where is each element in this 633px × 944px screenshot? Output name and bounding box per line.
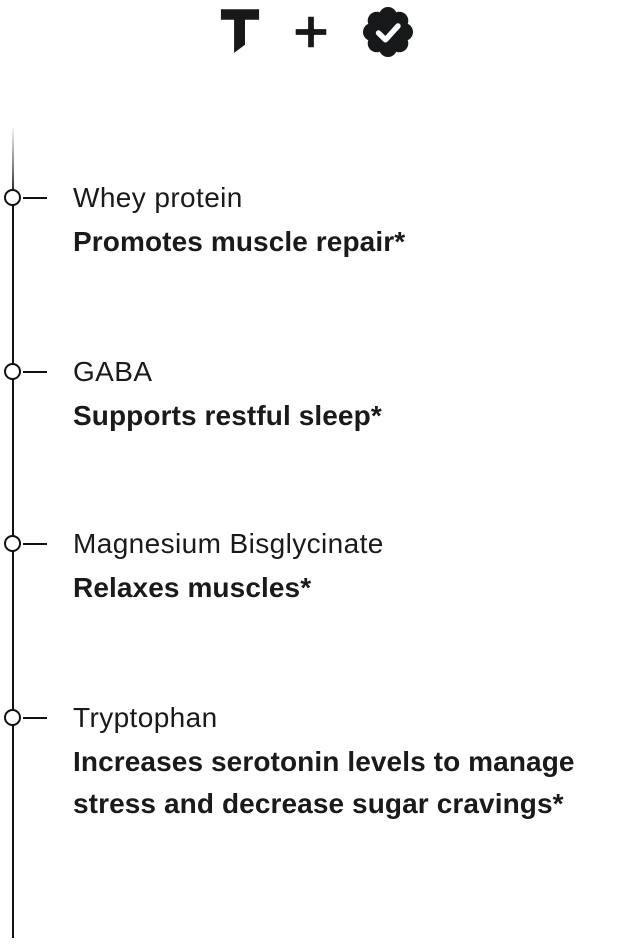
ingredient-text: Whey protein Promotes muscle repair*: [73, 177, 630, 263]
ingredient-item-gaba: GABA Supports restful sleep*: [0, 351, 633, 437]
timeline-tick-icon: [23, 371, 47, 373]
ingredient-text: Magnesium Bisglycinate Relaxes muscles*: [73, 523, 630, 609]
ingredient-benefit: Increases serotonin levels to manage str…: [73, 746, 575, 819]
plus-icon: [295, 16, 326, 48]
timeline-tick-icon: [23, 717, 47, 719]
timeline-tick-icon: [23, 543, 47, 545]
brand-header: [0, 0, 633, 64]
ingredient-benefit: Promotes muscle repair*: [73, 226, 406, 257]
ingredient-item-magnesium-bisglycinate: Magnesium Bisglycinate Relaxes muscles*: [0, 523, 633, 609]
ingredient-name: Whey protein: [73, 182, 243, 213]
timeline-node-icon: [4, 189, 21, 206]
ingredient-name: Tryptophan: [73, 702, 218, 733]
ingredient-name: GABA: [73, 356, 153, 387]
ingredient-text: GABA Supports restful sleep*: [73, 351, 630, 437]
brand-t-logo-icon: [220, 9, 259, 53]
timeline-tick-icon: [23, 197, 47, 199]
ingredient-item-whey-protein: Whey protein Promotes muscle repair*: [0, 177, 633, 263]
timeline-node-icon: [4, 535, 21, 552]
ingredient-benefit: Supports restful sleep*: [73, 400, 382, 431]
timeline-line: [12, 128, 14, 938]
ingredient-name: Magnesium Bisglycinate: [73, 528, 384, 559]
timeline-node-icon: [4, 363, 21, 380]
verified-badge-icon: [362, 7, 413, 57]
ingredient-item-tryptophan: Tryptophan Increases serotonin levels to…: [0, 697, 633, 825]
timeline-node-icon: [4, 709, 21, 726]
ingredient-benefit: Relaxes muscles*: [73, 572, 312, 603]
ingredient-text: Tryptophan Increases serotonin levels to…: [73, 697, 630, 825]
